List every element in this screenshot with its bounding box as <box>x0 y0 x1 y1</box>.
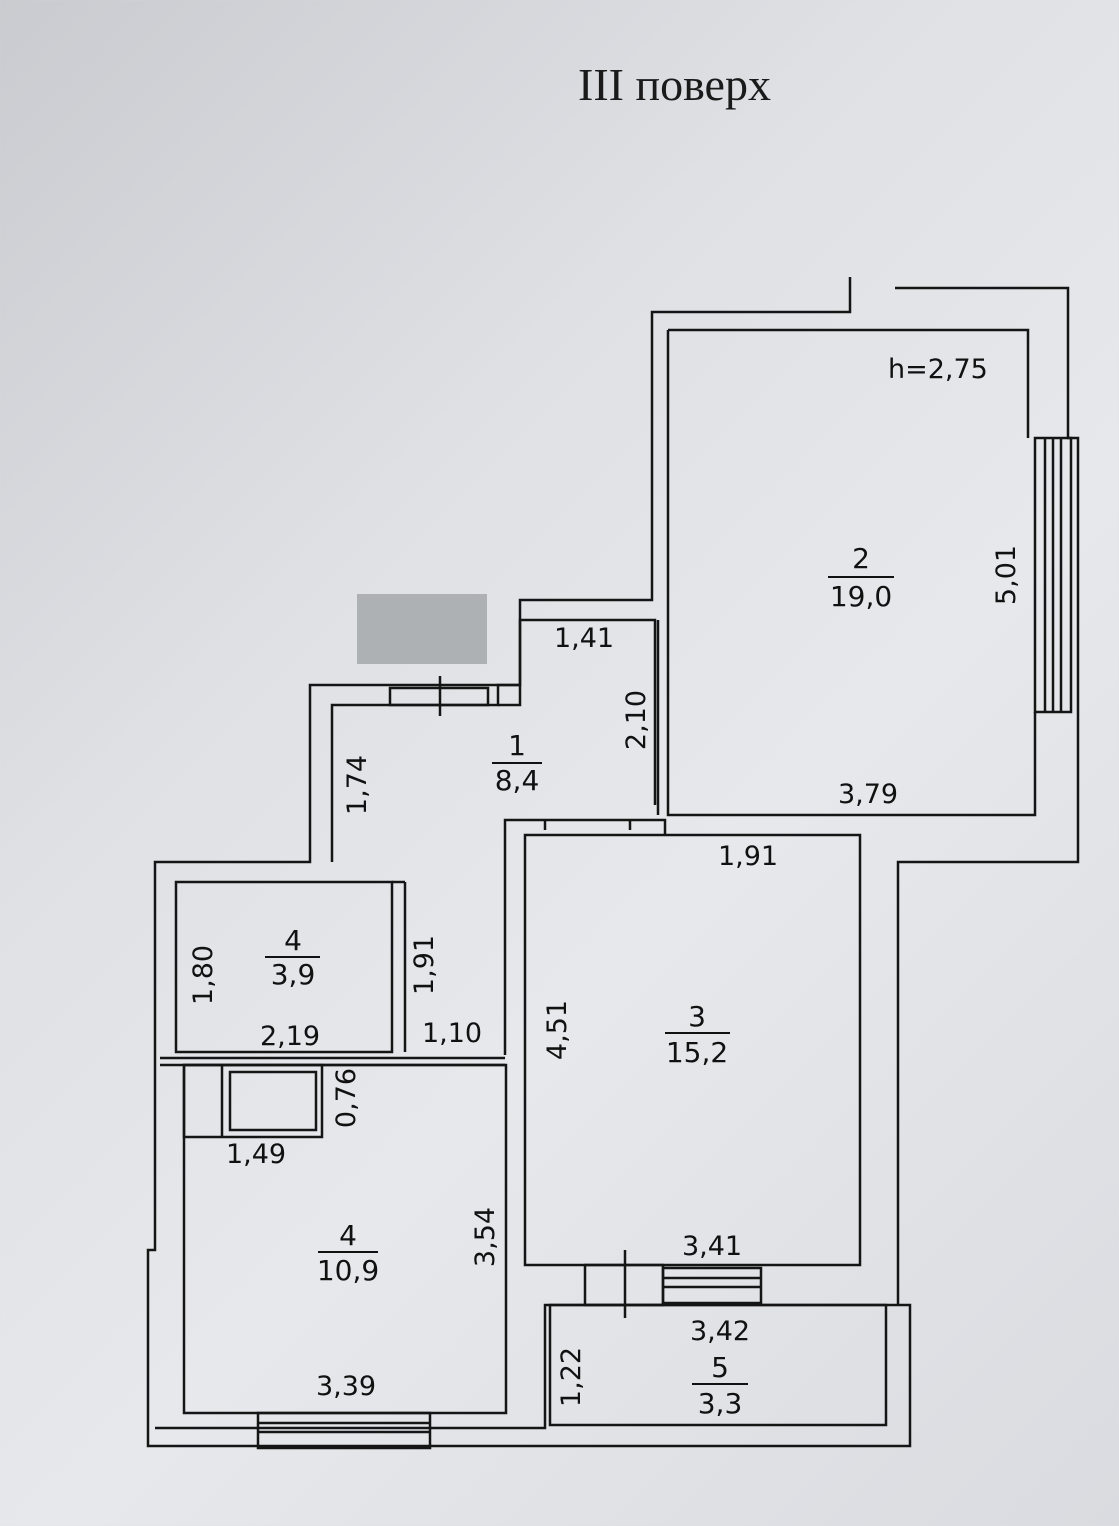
dim-1-22: 1,22 <box>556 1347 587 1407</box>
closet <box>182 1063 324 1139</box>
room-4-large-number: 4 <box>339 1219 357 1252</box>
dim-1-91-side: 1,91 <box>409 935 440 995</box>
dim-0-76: 0,76 <box>331 1068 362 1128</box>
dim-1-80: 1,80 <box>188 945 219 1005</box>
room-2-number: 2 <box>852 542 870 575</box>
window-room-3 <box>661 1266 763 1305</box>
dim-3-54: 3,54 <box>470 1207 501 1267</box>
outer-wall-right <box>895 286 1080 1305</box>
room-3-outline <box>523 833 862 1267</box>
dim-2-19: 2,19 <box>260 1021 320 1052</box>
ceiling-height: h=2,75 <box>888 354 988 385</box>
room-5-outline <box>548 1303 888 1427</box>
room-1-area: 8,4 <box>495 764 540 797</box>
dim-1-49: 1,49 <box>226 1139 286 1170</box>
dim-2-10: 2,10 <box>621 690 652 750</box>
inner-wall <box>668 328 1030 438</box>
redacted-patch <box>357 594 487 664</box>
dim-3-39: 3,39 <box>316 1371 376 1402</box>
dim-1-41: 1,41 <box>554 623 614 654</box>
dim-3-79: 3,79 <box>838 779 898 810</box>
dim-4-51: 4,51 <box>542 1000 573 1060</box>
room-4-small-number: 4 <box>284 924 302 957</box>
room-2-area: 19,0 <box>830 580 892 613</box>
inner-wall-2 <box>666 330 1037 817</box>
dim-5-01: 5,01 <box>991 545 1022 605</box>
dim-1-10: 1,10 <box>422 1018 482 1049</box>
window-room-4 <box>256 1411 432 1450</box>
room-5-number: 5 <box>711 1351 729 1384</box>
page-title: III поверх <box>578 59 771 110</box>
room-3-area: 15,2 <box>666 1036 728 1069</box>
dim-1-74: 1,74 <box>342 755 373 815</box>
dim-3-42: 3,42 <box>690 1316 750 1347</box>
room-3-number: 3 <box>688 1000 706 1033</box>
room-4-small-area: 3,9 <box>271 958 316 991</box>
dim-1-91-top: 1,91 <box>718 841 778 872</box>
dim-3-41: 3,41 <box>682 1231 742 1262</box>
room-4-small-outline <box>174 880 394 1054</box>
room-5-area: 3,3 <box>698 1387 743 1420</box>
room-4-large-area: 10,9 <box>317 1254 379 1287</box>
room-1-number: 1 <box>508 729 526 762</box>
outer-wall <box>146 277 912 1448</box>
